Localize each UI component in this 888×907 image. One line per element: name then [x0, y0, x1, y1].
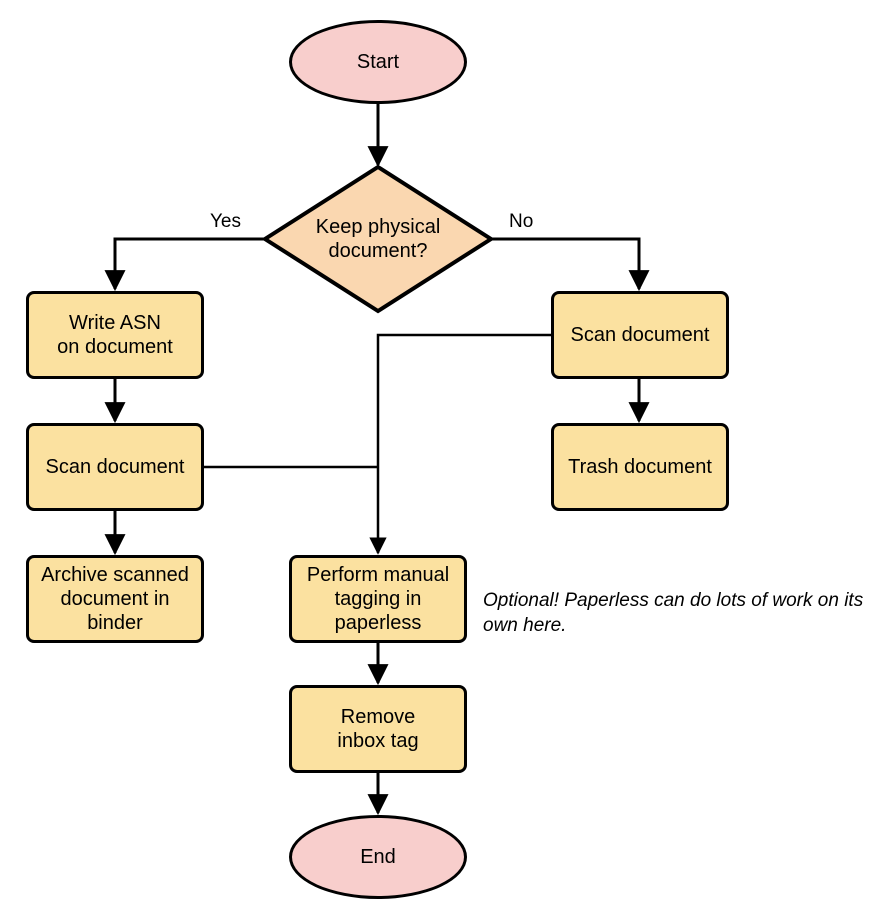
node-write-asn[interactable]: Write ASN on document [26, 291, 204, 379]
node-decision-label: Keep physical document? [315, 216, 441, 262]
node-manual-tagging[interactable]: Perform manual tagging in paperless [289, 555, 467, 643]
edge-decision-no-to-scan-right [491, 237, 650, 292]
node-manual-tagging-label: Perform manual tagging in paperless [306, 564, 450, 634]
node-remove-inbox-tag[interactable]: Remove inbox tag [289, 685, 467, 773]
edge-decision-yes-to-write-asn [104, 237, 265, 292]
decision-diamond-shape[interactable] [261, 164, 495, 314]
node-scan-document-right-label: Scan document [570, 324, 710, 346]
node-end[interactable]: End [289, 815, 467, 899]
node-archive-binder[interactable]: Archive scanned document in binder [26, 555, 204, 643]
node-trash-document-label: Trash document [568, 456, 712, 478]
node-scan-document-left-label: Scan document [45, 456, 185, 478]
node-trash-document[interactable]: Trash document [551, 423, 729, 511]
node-end-label: End [360, 846, 396, 868]
node-write-asn-label: Write ASN on document [57, 312, 173, 358]
edge-label-yes: Yes [210, 211, 241, 232]
node-start-label: Start [356, 51, 400, 73]
annotation-optional-note: Optional! Paperless can do lots of work … [483, 590, 864, 636]
edge-label-no: No [509, 211, 534, 232]
node-scan-document-left[interactable]: Scan document [26, 423, 204, 511]
edge-scan-right-to-tagging [369, 333, 552, 555]
node-remove-inbox-tag-label: Remove inbox tag [337, 706, 419, 752]
node-scan-document-right[interactable]: Scan document [551, 291, 729, 379]
node-start[interactable]: Start [289, 20, 467, 104]
node-archive-binder-label: Archive scanned document in binder [41, 564, 189, 634]
